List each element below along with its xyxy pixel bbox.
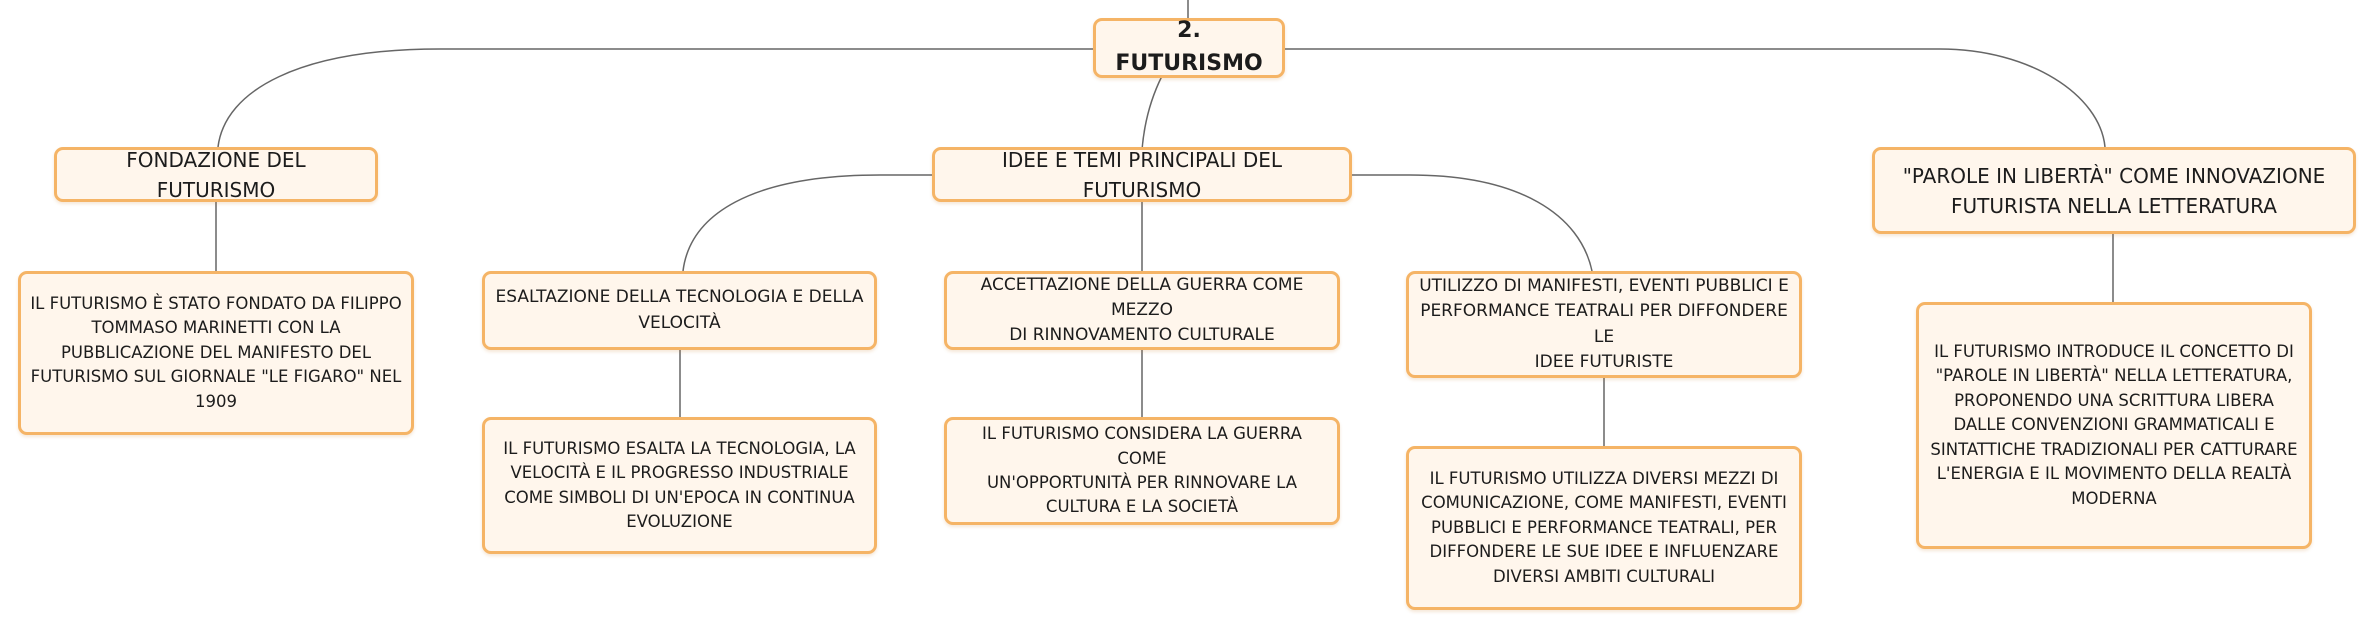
node-esaltazione-tecnologia[interactable]: ESALTAZIONE DELLA TECNOLOGIA E DELLA VEL…	[482, 271, 877, 350]
detail-parole-in-liberta[interactable]: IL FUTURISMO INTRODUCE IL CONCETTO DI "P…	[1916, 302, 2312, 549]
node-fondazione[interactable]: FONDAZIONE DEL FUTURISMO	[54, 147, 378, 202]
connector-idee-sub1	[682, 174, 932, 272]
connector-idee-sub3	[1352, 174, 1593, 272]
detail-esaltazione-tecnologia[interactable]: IL FUTURISMO ESALTA LA TECNOLOGIA, LA VE…	[482, 417, 877, 554]
node-parole-in-liberta[interactable]: "PAROLE IN LIBERTÀ" COME INNOVAZIONE FUT…	[1872, 147, 2356, 234]
root-node[interactable]: 2. FUTURISMO	[1093, 18, 1285, 78]
detail-fondazione[interactable]: IL FUTURISMO È STATO FONDATO DA FILIPPO …	[18, 271, 414, 435]
detail-utilizzo-manifesti[interactable]: IL FUTURISMO UTILIZZA DIVERSI MEZZI DI C…	[1406, 446, 1802, 610]
node-accettazione-guerra[interactable]: ACCETTAZIONE DELLA GUERRA COME MEZZO DI …	[944, 271, 1340, 350]
node-utilizzo-manifesti[interactable]: UTILIZZO DI MANIFESTI, EVENTI PUBBLICI E…	[1406, 271, 1802, 378]
connector-root-parole	[1282, 48, 2106, 148]
connector-root-idee	[1141, 75, 1163, 151]
node-idee-temi[interactable]: IDEE E TEMI PRINCIPALI DEL FUTURISMO	[932, 147, 1352, 202]
connector-root-fondazione	[217, 48, 1096, 148]
detail-accettazione-guerra[interactable]: IL FUTURISMO CONSIDERA LA GUERRA COME UN…	[944, 417, 1340, 525]
